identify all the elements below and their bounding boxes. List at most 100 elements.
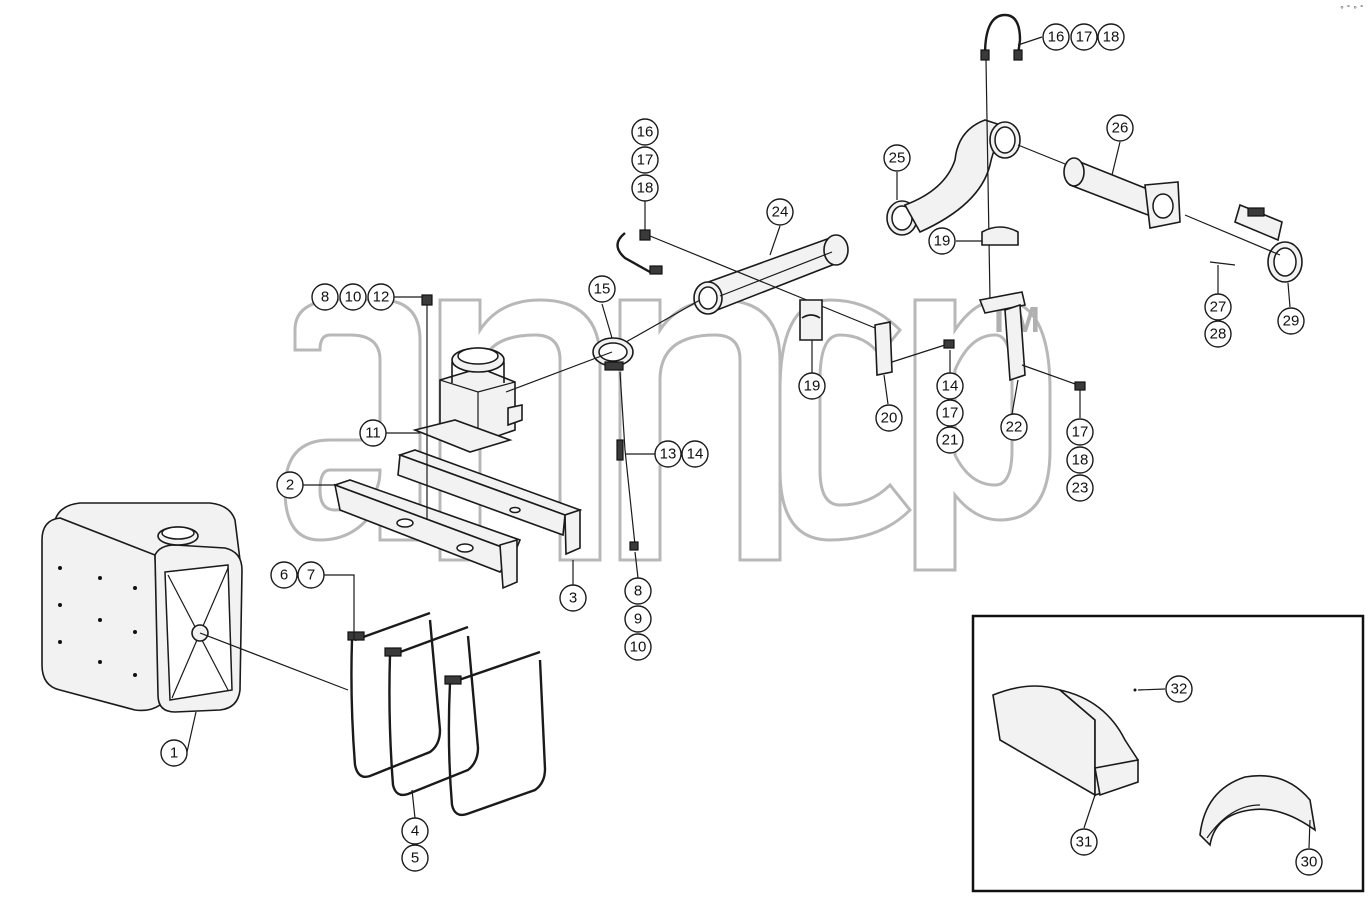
svg-text:8: 8 xyxy=(321,289,329,306)
svg-text:15: 15 xyxy=(594,281,611,298)
pipe-clamp-left xyxy=(616,229,663,275)
callout-2[interactable]: 2 xyxy=(276,471,304,499)
bolt-part-27 xyxy=(1209,261,1236,266)
callout-14-right[interactable]: 14 xyxy=(936,372,964,400)
svg-text:9: 9 xyxy=(634,611,642,628)
svg-text:12: 12 xyxy=(373,289,390,306)
callout-26[interactable]: 26 xyxy=(1106,114,1134,142)
svg-text:18: 18 xyxy=(1072,452,1089,469)
svg-text:30: 30 xyxy=(1301,854,1318,871)
svg-text:18: 18 xyxy=(1103,29,1120,46)
svg-text:28: 28 xyxy=(1210,326,1227,343)
svg-text:6: 6 xyxy=(280,567,288,584)
callout-14-mid[interactable]: 14 xyxy=(681,440,709,468)
bracket-part-19b xyxy=(981,226,1019,246)
callout-18-top[interactable]: 18 xyxy=(1097,23,1125,51)
callout-27[interactable]: 27 xyxy=(1204,293,1232,321)
watermark-letter-p1 xyxy=(618,298,782,562)
callout-3[interactable]: 3 xyxy=(559,584,587,612)
svg-text:23: 23 xyxy=(1072,480,1089,497)
bracket-part-22 xyxy=(978,291,1026,382)
svg-text:20: 20 xyxy=(881,410,898,427)
callout-18-right[interactable]: 18 xyxy=(1066,446,1094,474)
svg-text:32: 32 xyxy=(1171,681,1188,698)
svg-text:31: 31 xyxy=(1076,834,1093,851)
svg-text:3: 3 xyxy=(569,590,577,607)
callout-17-mid[interactable]: 17 xyxy=(936,399,964,427)
callout-17-top[interactable]: 17 xyxy=(1070,23,1098,51)
callout-7[interactable]: 7 xyxy=(297,561,325,589)
leader-hanger-rod xyxy=(985,59,991,301)
callout-10-top[interactable]: 10 xyxy=(339,283,367,311)
callout-9[interactable]: 9 xyxy=(624,605,652,633)
mounting-straps xyxy=(347,611,547,817)
callout-8-top[interactable]: 8 xyxy=(311,283,339,311)
svg-text:17: 17 xyxy=(1076,29,1093,46)
svg-text:17: 17 xyxy=(942,405,959,422)
callout-10-bottom[interactable]: 10 xyxy=(624,633,652,661)
callout-23[interactable]: 23 xyxy=(1066,474,1094,502)
nut-part-12 xyxy=(421,294,433,306)
callout-30[interactable]: 30 xyxy=(1295,848,1323,876)
svg-text:10: 10 xyxy=(630,639,647,656)
callout-19-right[interactable]: 19 xyxy=(928,227,956,255)
crossmember-part-3 xyxy=(397,449,583,556)
bracket-rail-part-2 xyxy=(332,479,522,590)
block-part-19a xyxy=(799,299,823,341)
callout-17-right[interactable]: 17 xyxy=(1066,418,1094,446)
svg-text:11: 11 xyxy=(365,425,381,442)
tail-pipe-part-26 xyxy=(1063,157,1181,229)
callout-18-left[interactable]: 18 xyxy=(631,174,659,202)
watermark-letter-a xyxy=(438,298,602,562)
callout-20[interactable]: 20 xyxy=(875,404,903,432)
svg-text:13: 13 xyxy=(660,446,677,463)
svg-text:29: 29 xyxy=(1283,313,1300,330)
callout-24[interactable]: 24 xyxy=(766,198,794,226)
svg-text:19: 19 xyxy=(934,233,951,250)
callout-17-left[interactable]: 17 xyxy=(631,146,659,174)
svg-text:26: 26 xyxy=(1112,120,1129,137)
callout-28[interactable]: 28 xyxy=(1204,320,1232,348)
leader-plate-bolt xyxy=(891,344,946,363)
cover-part-30 xyxy=(1199,774,1317,847)
callout-15[interactable]: 15 xyxy=(588,275,616,303)
rivet-part-32 xyxy=(1133,688,1137,692)
callout-6[interactable]: 6 xyxy=(270,561,298,589)
callout-12[interactable]: 12 xyxy=(367,283,395,311)
svg-text:5: 5 xyxy=(411,850,419,867)
callout-19-left[interactable]: 19 xyxy=(798,372,826,400)
callout-31[interactable]: 31 xyxy=(1070,828,1098,856)
inset-panel xyxy=(971,614,1365,893)
hanger-clamp-top xyxy=(980,13,1023,61)
svg-text:19: 19 xyxy=(804,378,821,395)
leader-tank-strap xyxy=(199,632,349,691)
svg-text:24: 24 xyxy=(772,204,789,221)
callouts: 1 2 3 4 5 6 7 8 10 12 11 13 14 8 9 10 15… xyxy=(160,23,1323,876)
callout-16-top[interactable]: 16 xyxy=(1042,23,1070,51)
callout-13[interactable]: 13 xyxy=(654,440,682,468)
corner-mark: ° ˚ ° ˚ xyxy=(1340,4,1364,14)
leader-clamp-to-bracket xyxy=(649,235,881,331)
svg-text:16: 16 xyxy=(637,124,654,141)
svg-text:22: 22 xyxy=(1006,419,1023,436)
callout-5[interactable]: 5 xyxy=(401,844,429,872)
bolt-part-14b xyxy=(943,339,955,349)
callout-29[interactable]: 29 xyxy=(1277,307,1305,335)
svg-text:10: 10 xyxy=(345,289,362,306)
callout-16-left[interactable]: 16 xyxy=(631,118,659,146)
callout-32[interactable]: 32 xyxy=(1165,675,1193,703)
callout-22[interactable]: 22 xyxy=(1000,413,1028,441)
callout-25[interactable]: 25 xyxy=(883,144,911,172)
elbow-pipe xyxy=(903,119,1021,234)
callout-11[interactable]: 11 xyxy=(359,419,387,447)
callout-8-bottom[interactable]: 8 xyxy=(624,577,652,605)
callout-21[interactable]: 21 xyxy=(936,426,964,454)
svg-text:7: 7 xyxy=(307,567,315,584)
callout-1[interactable]: 1 xyxy=(160,739,188,767)
svg-text:21: 21 xyxy=(942,432,959,449)
svg-text:17: 17 xyxy=(1072,424,1089,441)
callout-4[interactable]: 4 xyxy=(401,817,429,845)
callout-leaders xyxy=(186,36,1311,849)
leader-bracket-bolt xyxy=(1021,364,1079,386)
